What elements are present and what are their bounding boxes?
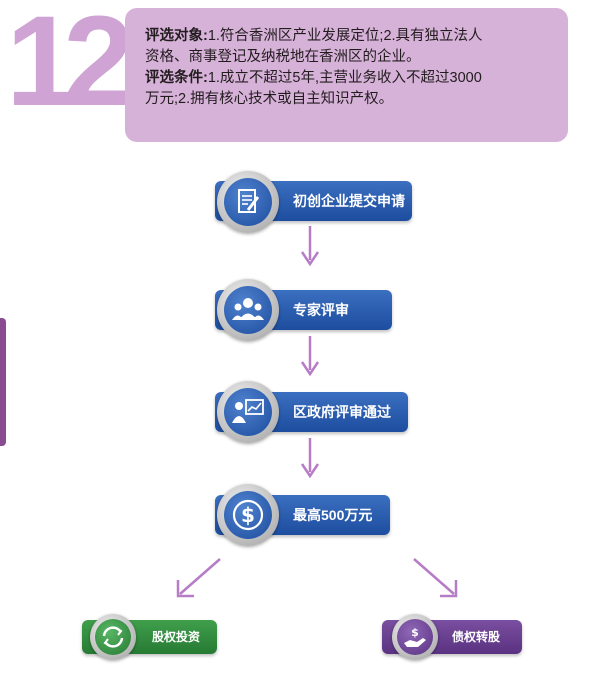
step-label: 最高500万元 <box>293 507 373 523</box>
recycle-money-icon <box>90 614 136 660</box>
svg-text:$: $ <box>241 503 255 527</box>
svg-text:$: $ <box>411 626 419 639</box>
arrow-down-left <box>176 558 221 598</box>
step-label: 区政府评审通过 <box>293 404 391 420</box>
hand-money-icon: $ <box>392 614 438 660</box>
criteria-condition-line1: 评选条件:1.成立不超过5年,主营业务收入不超过3000 <box>145 70 482 86</box>
criteria-target-line2: 资格、商事登记及纳税地在香洲区的企业。 <box>145 49 421 65</box>
dollar-coin-icon: $ <box>217 484 279 546</box>
arrow-down-2 <box>300 336 320 377</box>
option-label: 债权转股 <box>452 630 501 644</box>
step-label: 专家评审 <box>293 302 349 318</box>
criteria-box: 评选对象:1.符合香洲区产业发展定位;2.具有独立法人 资格、商事登记及纳税地在… <box>125 8 568 142</box>
criteria-target-line1: 评选对象:1.符合香洲区产业发展定位;2.具有独立法人 <box>145 28 483 44</box>
step-label: 初创企业提交申请 <box>293 193 405 209</box>
document-pen-icon <box>217 171 279 233</box>
arrow-down-right <box>413 558 458 598</box>
arrow-down-3 <box>300 438 320 479</box>
experts-icon <box>217 279 279 341</box>
criteria-condition-line2: 万元;2.拥有核心技术或自主知识产权。 <box>145 91 394 107</box>
presenter-chart-icon <box>217 381 279 443</box>
side-tab <box>0 318 6 446</box>
option-label: 股权投资 <box>152 630 201 644</box>
arrow-down-1 <box>300 226 320 267</box>
section-number: 12 <box>6 0 134 133</box>
